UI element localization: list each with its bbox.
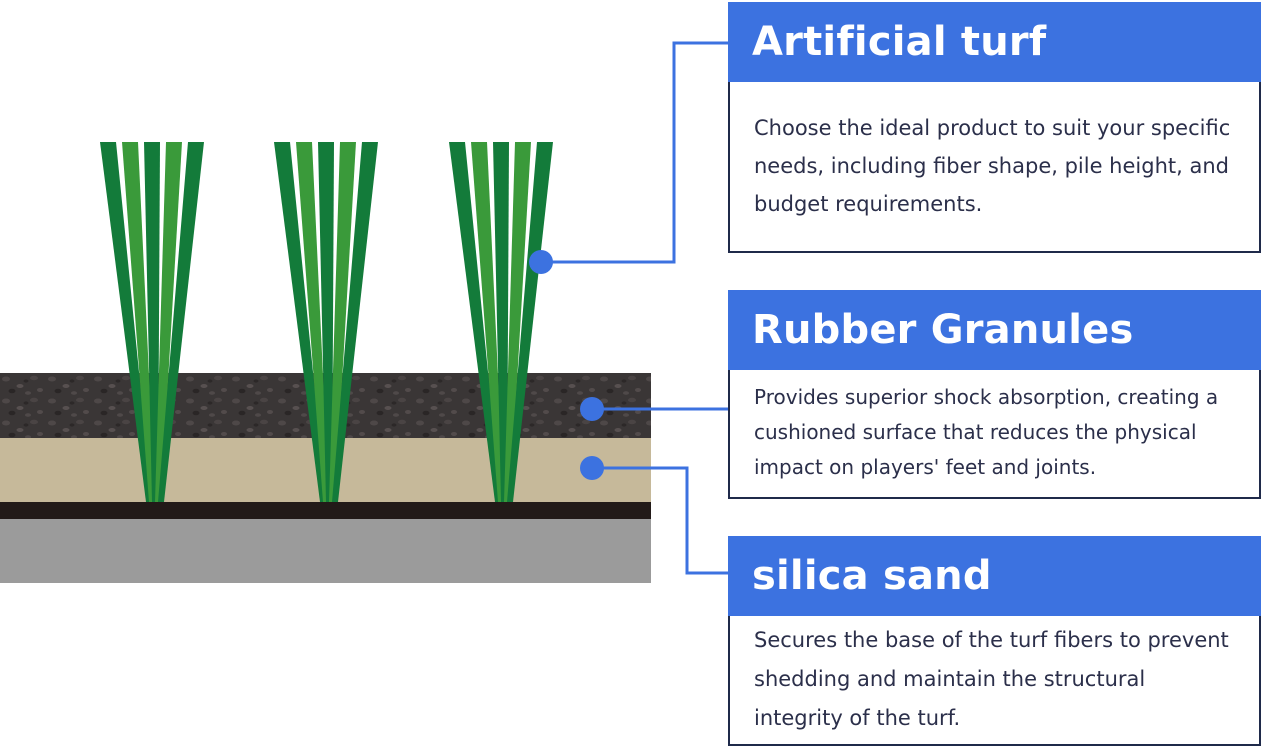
rubber-marker-dot [580, 397, 604, 421]
turf-fiber-blade [449, 142, 501, 502]
turf-marker-dot [529, 250, 553, 274]
card-description-text: Provides superior shock absorption, crea… [754, 385, 1219, 479]
card-description-text: Choose the ideal product to suit your sp… [754, 115, 1231, 216]
card-description-text: Secures the base of the turf fibers to p… [754, 627, 1229, 730]
card-description: Provides superior shock absorption, crea… [730, 370, 1259, 495]
rubber-granules-card: Rubber Granules Provides superior shock … [728, 290, 1261, 499]
turf-fiber-blade [122, 142, 155, 502]
card-description: Secures the base of the turf fibers to p… [730, 616, 1259, 742]
turf-fiber-blade [507, 142, 553, 502]
silica-sand-card: silica sand Secures the base of the turf… [728, 536, 1261, 746]
base-layer [0, 519, 651, 583]
connector-lines [541, 41, 728, 575]
turf-fiber-blade [274, 142, 326, 502]
turf-fiber-blade [158, 142, 204, 502]
turf-tuft [100, 142, 204, 502]
turf-fiber-blade [296, 142, 329, 502]
turf-tuft [274, 142, 378, 502]
turf-fiber-blade [100, 142, 152, 502]
turf-fiber-blade [504, 142, 531, 502]
turf-fibers [100, 142, 553, 502]
turf-tuft [449, 142, 553, 502]
sand-connector [592, 466, 728, 575]
backing-layer [0, 502, 651, 519]
turf-fiber-blade [329, 142, 356, 502]
turf-fiber-blade [318, 142, 334, 502]
turf-fiber-blade [471, 142, 504, 502]
turf-connector [541, 41, 728, 264]
turf-fiber-blade [155, 142, 182, 502]
artificial-turf-card: Artificial turf Choose the ideal product… [728, 2, 1261, 253]
card-title: Artificial turf [728, 2, 1261, 82]
turf-fiber-blade [144, 142, 160, 502]
connector-dots [529, 250, 604, 480]
turf-fiber-blade [332, 142, 378, 502]
card-title: silica sand [728, 536, 1261, 616]
card-title: Rubber Granules [728, 290, 1261, 370]
card-description: Choose the ideal product to suit your sp… [730, 82, 1259, 249]
sand-marker-dot [580, 456, 604, 480]
turf-fiber-blade [493, 142, 509, 502]
